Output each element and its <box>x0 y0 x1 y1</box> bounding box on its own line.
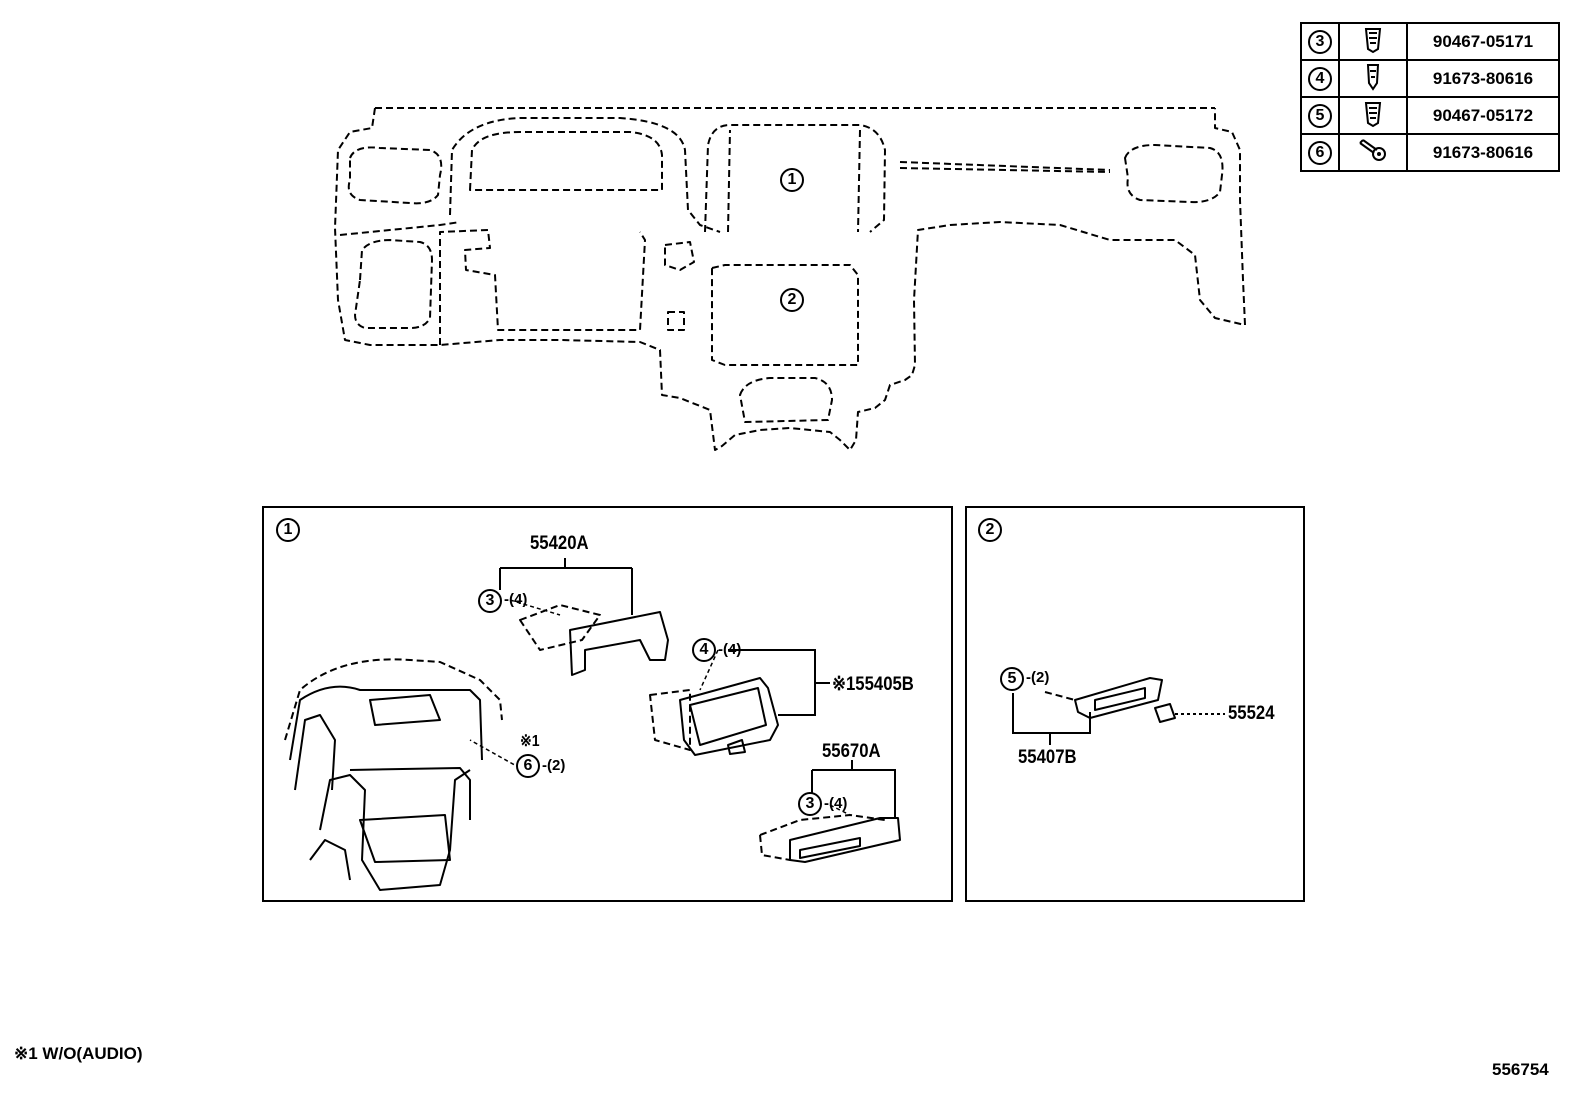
detail-panel-2 <box>965 506 1305 902</box>
table-row: 6 91673-80616 <box>1300 133 1560 172</box>
part-number: 91673-80616 <box>1406 59 1560 98</box>
panel-marker-1: 1 <box>276 518 300 542</box>
diagram-id: 556754 <box>1492 1060 1549 1079</box>
quantity: -(4) <box>718 641 742 658</box>
clip-icon <box>1338 59 1408 98</box>
area-marker-2: 2 <box>780 288 804 312</box>
table-row: 3 90467-05171 <box>1300 22 1560 61</box>
ref-circle: 6 <box>516 754 540 778</box>
footnote: ※1 W/O(AUDIO) <box>14 1044 143 1063</box>
clip-icon <box>1338 96 1408 135</box>
part-label-55670a: 55670A <box>822 741 881 762</box>
quantity: -(4) <box>504 591 528 608</box>
ref-circle: 3 <box>798 792 822 816</box>
table-row: 5 90467-05172 <box>1300 96 1560 135</box>
part-label-55405b: ※155405B <box>832 674 914 695</box>
ref-circle: 3 <box>1308 29 1332 54</box>
note-marker: ※1 <box>520 733 540 750</box>
part-number: 90467-05171 <box>1406 22 1560 61</box>
panel-marker-2: 2 <box>978 518 1002 542</box>
part-label-55420a: 55420A <box>530 533 589 554</box>
ref-circle: 6 <box>1308 140 1332 165</box>
quantity: -(2) <box>1026 669 1050 686</box>
part-label-55407b: 55407B <box>1018 747 1077 768</box>
quantity: -(4) <box>824 795 848 812</box>
quantity: -(2) <box>542 757 566 774</box>
ref-circle: 4 <box>692 638 716 662</box>
detail-panel-1 <box>262 506 953 902</box>
clip-icon <box>1338 22 1408 61</box>
parts-table: 3 90467-05171 4 91673-80616 5 90467-0517… <box>1300 22 1560 172</box>
part-number: 90467-05172 <box>1406 96 1560 135</box>
area-marker-1: 1 <box>780 168 804 192</box>
ref-circle: 5 <box>1308 103 1332 128</box>
table-row: 4 91673-80616 <box>1300 59 1560 98</box>
ref-circle: 3 <box>478 589 502 613</box>
ref-circle: 4 <box>1308 66 1332 91</box>
screw-icon <box>1338 133 1408 172</box>
part-label-55524: 55524 <box>1228 703 1275 724</box>
ref-circle: 5 <box>1000 667 1024 691</box>
part-number: 91673-80616 <box>1406 133 1560 172</box>
